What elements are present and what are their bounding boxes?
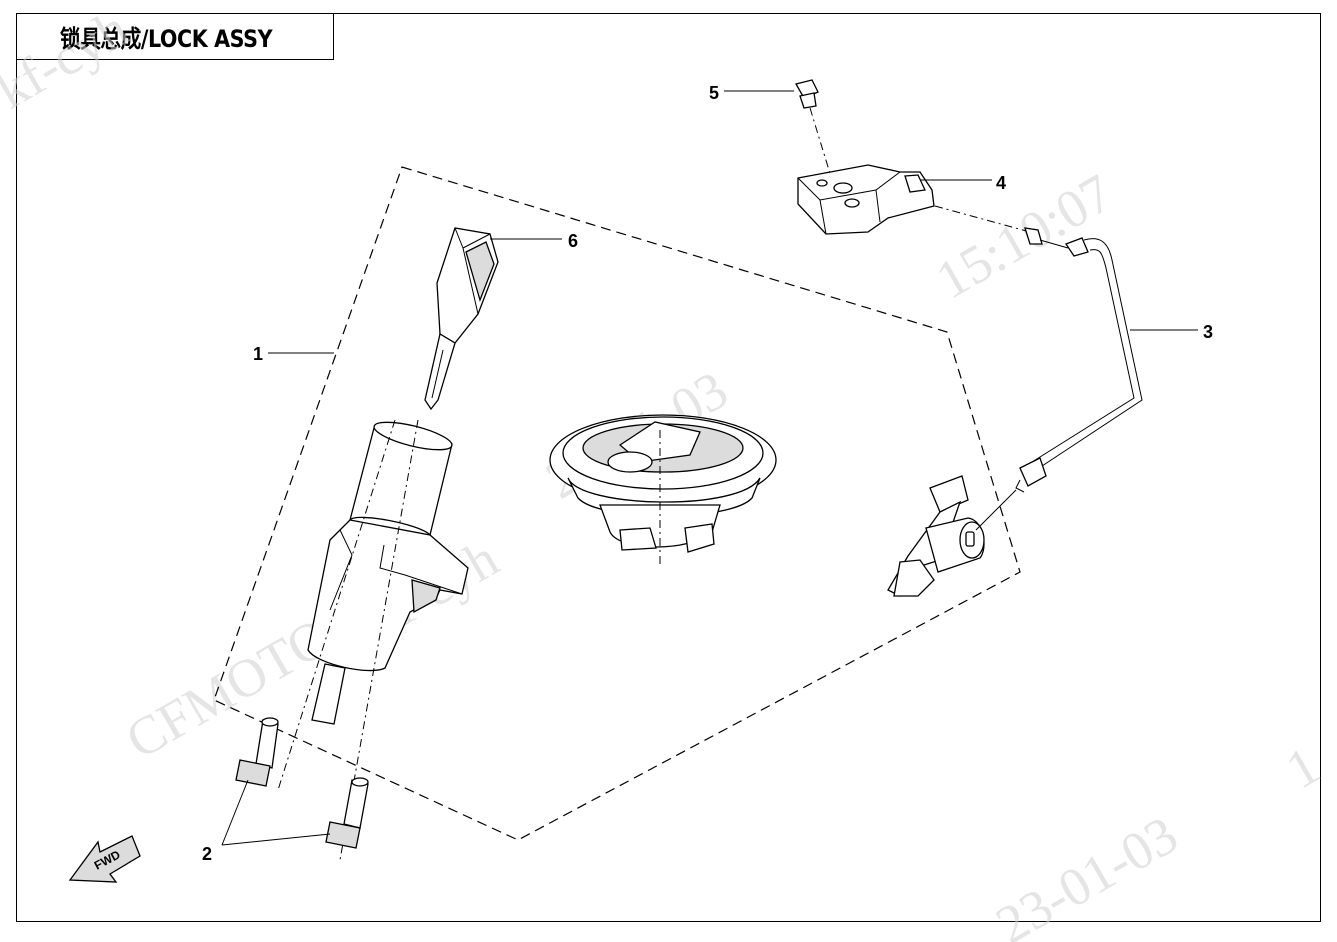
callout-2: 2 [202,779,331,864]
drawing-frame [16,13,1321,922]
assembly-boundary [213,166,1021,841]
diagram-title: 锁具总成/LOCK ASSY [60,24,273,53]
callout-number: 3 [1203,322,1213,342]
bolt-part-left [235,717,279,787]
watermark-text: 23-01-03 [986,804,1187,942]
callout-1: 1 [253,344,334,364]
callout-6: 6 [490,231,578,251]
callout-5: 5 [709,83,794,103]
callout-number: 6 [568,231,578,251]
callout-number: 2 [202,844,212,864]
cable-part [934,205,1143,493]
callout-number: 4 [996,173,1006,193]
watermark-text: 1 [1276,735,1329,800]
watermark-text: kf-cyh [0,0,138,120]
callout-4: 4 [920,173,1006,193]
title-box: 锁具总成/LOCK ASSY [16,13,334,60]
ignition-lock-part [277,419,469,861]
fuel-cap-part [549,414,777,565]
callout-number: 5 [709,83,719,103]
callout-3: 3 [1130,322,1213,342]
callout-number: 1 [253,344,263,364]
bolt-part-right [325,777,369,849]
watermark-text: 15:10:07 [926,162,1122,310]
watermark-text: CFMOTO [116,606,340,770]
key-part [424,227,499,411]
small-bolt-part [795,79,833,181]
fwd-arrow-icon: FWD [68,835,141,883]
seat-lock-latch-part [797,164,935,235]
seat-lock-cylinder-part [887,475,1017,597]
